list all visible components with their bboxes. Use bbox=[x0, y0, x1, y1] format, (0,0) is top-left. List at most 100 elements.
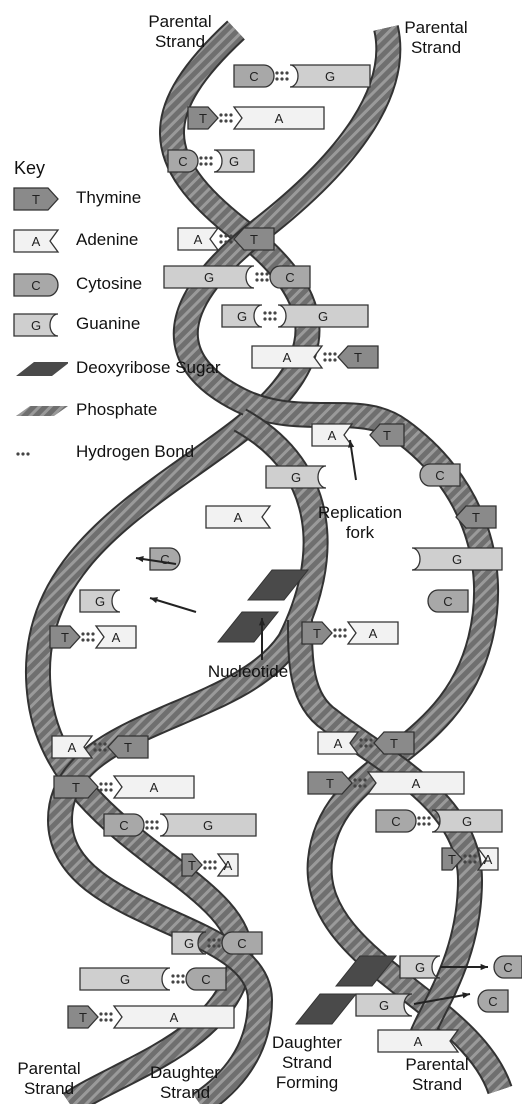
base-letter: G bbox=[184, 936, 194, 951]
cytosine-icon: C bbox=[12, 272, 68, 298]
label-parental-strand-top-left: Parental Strand bbox=[140, 12, 220, 52]
hydrogen-bond-dot bbox=[343, 634, 346, 637]
base-letter: A bbox=[369, 626, 378, 641]
deoxyribose-sugar bbox=[296, 994, 356, 1024]
hydrogen-bond-dot bbox=[155, 820, 158, 823]
base-letter: A bbox=[150, 780, 159, 795]
base-letter: G bbox=[452, 552, 462, 567]
base-letter: G bbox=[229, 154, 239, 169]
deoxyribose-sugar bbox=[218, 612, 278, 642]
guanine-icon: G bbox=[12, 312, 68, 338]
hydrogen-bond-dot bbox=[99, 782, 102, 785]
hydrogen-bond-dot bbox=[26, 452, 29, 455]
unpaired-base: G bbox=[266, 466, 326, 488]
hydrogen-bond-dot bbox=[181, 974, 184, 977]
hydrogen-bond-dot bbox=[109, 1018, 112, 1021]
base-letter: T bbox=[79, 1010, 87, 1025]
hydrogen-bond-dot bbox=[203, 866, 206, 869]
target-base: C bbox=[494, 956, 522, 978]
hydrogen-bond-dot bbox=[229, 119, 232, 122]
arrow-head bbox=[462, 992, 470, 998]
hydrogen-bond-dot bbox=[86, 638, 89, 641]
hydrogen-bond-dot bbox=[422, 822, 425, 825]
base-pair: GC bbox=[80, 968, 226, 990]
hydrogen-bond-dot bbox=[204, 162, 207, 165]
unpaired-base: G bbox=[412, 548, 502, 570]
hydrogen-bond-dot bbox=[363, 778, 366, 781]
key-item-phosphate: Phosphate bbox=[12, 398, 272, 424]
hydrogen-bond-dot bbox=[468, 860, 471, 863]
hydrogen-bond-dot bbox=[181, 980, 184, 983]
hydrogen-bond-dot bbox=[204, 156, 207, 159]
hbond-icon bbox=[12, 440, 68, 466]
hydrogen-bond-dot bbox=[207, 944, 210, 947]
base-letter: T bbox=[354, 350, 362, 365]
base-letter: A bbox=[283, 350, 292, 365]
base-letter: G bbox=[291, 470, 301, 485]
hydrogen-bond-dot bbox=[213, 866, 216, 869]
base-letter: G bbox=[203, 818, 213, 833]
hydrogen-bond-dot bbox=[208, 866, 211, 869]
hydrogen-bond-dot bbox=[98, 748, 101, 751]
base-pair: TA bbox=[54, 776, 194, 798]
hydrogen-bond-dot bbox=[343, 628, 346, 631]
hydrogen-bond-dot bbox=[328, 352, 331, 355]
key-item-label: Deoxyribose Sugar bbox=[76, 358, 221, 378]
hydrogen-bond-dot bbox=[427, 816, 430, 819]
base-letter: G bbox=[31, 318, 41, 333]
base-letter: A bbox=[224, 858, 233, 873]
arrow-head bbox=[150, 597, 158, 603]
hydrogen-bond-dot bbox=[224, 119, 227, 122]
hydrogen-bond-dot bbox=[209, 156, 212, 159]
hydrogen-bond-dot bbox=[224, 113, 227, 116]
base-letter: C bbox=[160, 552, 169, 567]
base-letter: T bbox=[32, 192, 40, 207]
base-letter: C bbox=[178, 154, 187, 169]
hydrogen-bond-dot bbox=[208, 860, 211, 863]
hydrogen-bond-dot bbox=[199, 156, 202, 159]
base-letter: G bbox=[318, 309, 328, 324]
arrow-head bbox=[481, 964, 488, 970]
hydrogen-bond-dot bbox=[81, 638, 84, 641]
key-item-adenine: AAdenine bbox=[12, 228, 272, 254]
key-item-thymine: TThymine bbox=[12, 186, 272, 212]
base-letter: T bbox=[448, 852, 456, 867]
hydrogen-bond-dot bbox=[98, 742, 101, 745]
hydrogen-bond-dot bbox=[338, 634, 341, 637]
hydrogen-bond-dot bbox=[145, 826, 148, 829]
hydrogen-bond-dot bbox=[280, 77, 283, 80]
hydrogen-bond-dot bbox=[359, 744, 362, 747]
hydrogen-bond-dot bbox=[199, 162, 202, 165]
label-parental-strand-bottom-right: Parental Strand bbox=[394, 1055, 480, 1095]
hydrogen-bond-dot bbox=[273, 311, 276, 314]
hydrogen-bond-dot bbox=[328, 358, 331, 361]
base-letter: T bbox=[124, 740, 132, 755]
base-letter: C bbox=[443, 594, 452, 609]
hydrogen-bond-dot bbox=[333, 628, 336, 631]
base-letter: A bbox=[32, 234, 41, 249]
hydrogen-bond-dot bbox=[145, 820, 148, 823]
label-parental-strand-top-right: Parental Strand bbox=[396, 18, 476, 58]
hydrogen-bond-dot bbox=[280, 71, 283, 74]
hydrogen-bond-dot bbox=[109, 788, 112, 791]
hydrogen-bond-dot bbox=[91, 638, 94, 641]
base-letter: G bbox=[462, 814, 472, 829]
hydrogen-bond-dot bbox=[99, 1012, 102, 1015]
base-pair: TA bbox=[308, 772, 464, 794]
hydrogen-bond-dot bbox=[369, 738, 372, 741]
hydrogen-bond-dot bbox=[104, 1012, 107, 1015]
hydrogen-bond-dot bbox=[363, 784, 366, 787]
phosphate-icon bbox=[12, 398, 68, 424]
hydrogen-bond-dot bbox=[358, 778, 361, 781]
sugar-swatch bbox=[16, 362, 68, 376]
hydrogen-bond-dot bbox=[275, 71, 278, 74]
hydrogen-bond-dot bbox=[155, 826, 158, 829]
hydrogen-bond-dot bbox=[176, 980, 179, 983]
hydrogen-bond-dot bbox=[369, 744, 372, 747]
hydrogen-bond-dot bbox=[103, 748, 106, 751]
incoming-nucleotide: G bbox=[356, 994, 412, 1016]
base-letter: C bbox=[249, 69, 258, 84]
key-item-guanine: GGuanine bbox=[12, 312, 272, 338]
incoming-nucleotide: G bbox=[400, 956, 440, 978]
